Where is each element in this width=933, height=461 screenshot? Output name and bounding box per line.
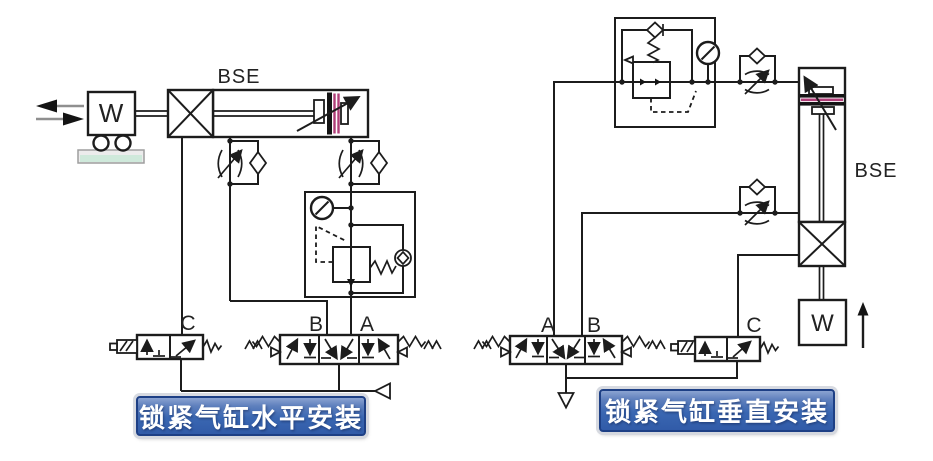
left-cylinder-label: BSE bbox=[217, 66, 260, 88]
pilot-actuator-icon bbox=[109, 339, 138, 354]
left-flow-control-2 bbox=[338, 138, 389, 187]
check-valve-icon bbox=[248, 150, 268, 176]
right-valve-b-label: B bbox=[587, 314, 601, 337]
right-cylinder-assembly: BSE W bbox=[797, 66, 897, 348]
caption-vertical-mount: 锁紧气缸垂直安装 bbox=[599, 389, 835, 432]
pilot-actuator-icon bbox=[670, 340, 696, 355]
spring-icon bbox=[202, 338, 223, 355]
cushion-adjust-arrow-icon bbox=[803, 75, 837, 131]
right-locking-unit-icon bbox=[797, 220, 847, 268]
left-valve-c-label: C bbox=[180, 312, 195, 335]
caption-horizontal-mount: 锁紧气缸水平安装 bbox=[136, 396, 366, 436]
right-regulator-unit bbox=[614, 17, 721, 128]
right-valve-c: C bbox=[670, 314, 780, 363]
throttle-arrow-icon bbox=[744, 200, 770, 226]
right-piping bbox=[553, 81, 799, 393]
right-flow-control-1 bbox=[737, 47, 778, 95]
right-cylinder-label: BSE bbox=[854, 160, 897, 182]
spring-icon bbox=[646, 36, 661, 64]
left-valve-b-label: B bbox=[309, 313, 323, 336]
throttle-arrow-icon bbox=[744, 69, 770, 95]
spring-icon bbox=[369, 258, 397, 277]
throttle-arrow-icon bbox=[338, 149, 364, 179]
check-valve-icon bbox=[369, 150, 389, 176]
left-motion-arrows-icon bbox=[36, 99, 84, 126]
left-weight-label: W bbox=[99, 98, 124, 128]
left-circuit: W BSE bbox=[36, 66, 442, 400]
right-circuit: BSE W bbox=[473, 17, 897, 410]
left-regulator-unit bbox=[304, 191, 416, 298]
check-valve-icon bbox=[747, 47, 767, 65]
right-flow-control-2 bbox=[737, 178, 778, 226]
left-valve-ba: B A bbox=[244, 313, 442, 366]
spring-icon bbox=[759, 340, 780, 356]
piston bbox=[800, 94, 844, 98]
left-exhaust-triangle-icon bbox=[372, 382, 391, 400]
pilot-line bbox=[315, 224, 347, 263]
roller-icon bbox=[92, 134, 110, 152]
check-valve-icon bbox=[645, 21, 665, 39]
right-weight-label: W bbox=[811, 310, 834, 337]
pilot-line bbox=[650, 90, 697, 113]
right-exhaust-triangle-icon bbox=[557, 392, 575, 410]
spring-return-left-icon bbox=[244, 334, 283, 358]
piston-rod-plate bbox=[313, 99, 325, 124]
ground-pad-green bbox=[80, 155, 142, 162]
left-valve-a-label: A bbox=[360, 313, 374, 336]
up-arrow-icon bbox=[857, 302, 869, 348]
right-weight-box bbox=[797, 298, 848, 347]
spring-return-right-icon bbox=[619, 334, 666, 358]
spring-return-left-icon bbox=[473, 334, 513, 358]
cushion-adjust-arrow-icon bbox=[296, 96, 361, 132]
right-valve-c-label: C bbox=[746, 314, 761, 337]
throttle-arrow-icon bbox=[217, 149, 243, 179]
right-valve-a-label: A bbox=[541, 314, 555, 337]
check-valve-icon bbox=[394, 249, 412, 267]
left-flow-control-1 bbox=[217, 138, 268, 187]
left-locking-unit-icon bbox=[166, 88, 215, 139]
spring-return-right-icon bbox=[395, 334, 442, 358]
piston bbox=[800, 102, 844, 106]
left-weight-assembly: W bbox=[77, 90, 145, 164]
left-valve-c: C bbox=[109, 312, 223, 361]
left-weight-box bbox=[86, 90, 137, 137]
left-cylinder-assembly: BSE bbox=[135, 66, 370, 139]
regulator-body bbox=[632, 61, 671, 99]
right-valve-ab: A B bbox=[473, 314, 666, 366]
check-valve-icon bbox=[747, 178, 767, 196]
roller-icon bbox=[114, 134, 132, 152]
